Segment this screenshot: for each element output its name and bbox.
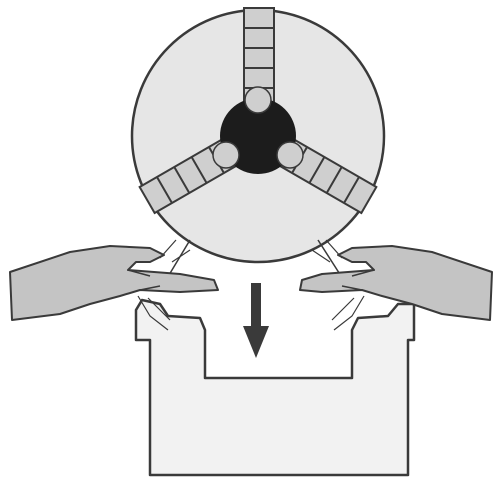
left-hand-icon (9, 239, 219, 331)
right-hand-icon (299, 239, 493, 331)
down-arrow-icon (243, 283, 269, 358)
three-jaw-chuck (130, 7, 386, 264)
stepped-fixture (134, 298, 416, 477)
